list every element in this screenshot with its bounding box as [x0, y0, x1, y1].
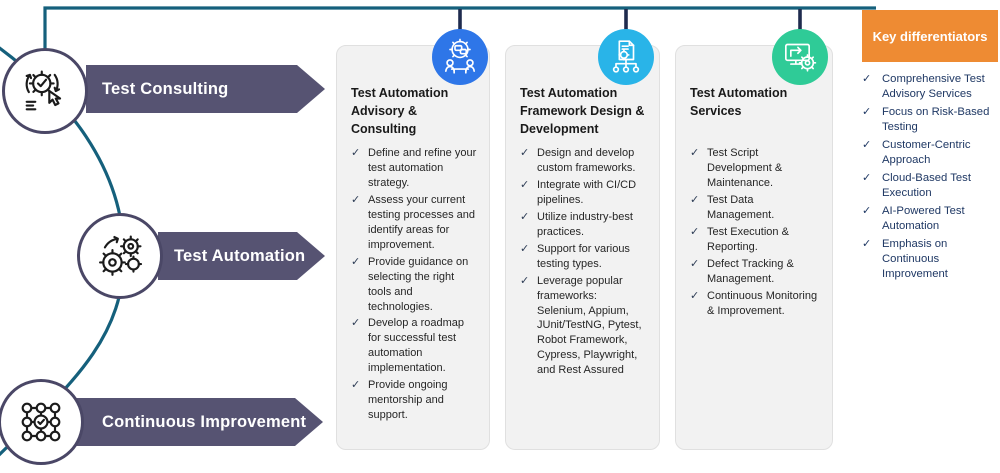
- flow-banner-test-consulting: Test Consulting: [86, 65, 325, 113]
- bullet-item: ✓ Develop a roadmap for successful test a…: [351, 316, 477, 376]
- check-icon: ✓: [690, 257, 700, 270]
- bullet-item: ✓ Test Execution & Reporting.: [690, 225, 820, 255]
- advisory-icon-bubble: [432, 29, 488, 85]
- bullet-text: Customer-Centric Approach: [882, 139, 971, 167]
- key-differentiators-title: Key differentiators: [872, 28, 988, 44]
- bullet-item: ✓ Provide ongoing mentorship and support.: [351, 378, 477, 423]
- bullet-text: Test Script Development & Maintenance.: [707, 147, 783, 189]
- bullet-text: Focus on Risk-Based Testing: [882, 106, 990, 134]
- bullet-text: Develop a roadmap for successful test au…: [368, 317, 465, 375]
- flow-banner-label: Test Automation: [174, 246, 306, 265]
- bullet-text: Utilize industry-best practices.: [537, 210, 633, 238]
- bullet-item: ✓ Defect Tracking & Management.: [690, 257, 820, 287]
- key-differentiators-header: Key differentiators: [862, 10, 998, 62]
- check-icon: ✓: [690, 289, 700, 302]
- bullet-text: Test Execution & Reporting.: [707, 225, 789, 253]
- card-framework-design: Test Automation Framework Design & Devel…: [505, 45, 660, 450]
- bullet-text: Design and develop custom frameworks.: [537, 147, 636, 174]
- bullet-item: ✓ Utilize industry-best practices.: [520, 210, 647, 240]
- automation-services-icon: [785, 43, 817, 72]
- check-icon: ✓: [520, 242, 530, 255]
- flow-banner-label: Continuous Improvement: [102, 412, 307, 431]
- check-icon: ✓: [690, 193, 700, 206]
- bullet-item: ✓ Customer-Centric Approach: [862, 138, 999, 168]
- bullet-item: ✓ Assess your current testing processes a…: [351, 193, 477, 253]
- bullet-text: Support for various testing types.: [537, 242, 630, 270]
- bullet-item: ✓ AI-Powered Test Automation: [862, 204, 999, 234]
- bullet-item: ✓ Define and refine your test automation …: [351, 146, 477, 191]
- key-differentiators-list: ✓ Comprehensive Test Advisory Services ✓ Fo…: [862, 72, 999, 285]
- flow-banner-label: Test Consulting: [102, 79, 229, 98]
- flow-circle-test-consulting: [2, 48, 88, 134]
- bullet-text: Define and refine your test automation s…: [368, 147, 477, 189]
- bullet-item: ✓ Cloud-Based Test Execution: [862, 171, 999, 201]
- bullet-item: ✓ Support for various testing types.: [520, 242, 647, 272]
- bullet-text: Leverage popular frameworks: Selenium, A…: [537, 274, 642, 377]
- services-icon-bubble: [772, 29, 828, 85]
- network-improvement-icon: [21, 402, 61, 442]
- check-icon: ✓: [520, 210, 530, 223]
- check-icon: ✓: [520, 178, 530, 191]
- advisory-meeting-icon: [445, 38, 475, 74]
- bullet-text: Comprehensive Test Advisory Services: [882, 73, 985, 101]
- flow-circle-test-automation: [77, 213, 163, 299]
- bullet-item: ✓ Focus on Risk-Based Testing: [862, 105, 999, 135]
- flow-circle-continuous-improvement: [0, 379, 84, 465]
- bullet-text: Test Data Management.: [707, 193, 775, 221]
- check-icon: ✓: [862, 106, 872, 119]
- check-icon: ✓: [351, 147, 361, 159]
- check-icon: ✓: [862, 238, 872, 251]
- bullet-text: Assess your current testing processes an…: [368, 193, 476, 251]
- bullet-item: ✓ Emphasis on Continuous Improvement: [862, 237, 999, 282]
- check-icon: ✓: [351, 255, 361, 268]
- check-icon: ✓: [351, 379, 361, 392]
- card-automation-services: Test Automation Services ✓ Test Script De…: [675, 45, 833, 450]
- check-icon: ✓: [690, 225, 700, 238]
- bullet-text: Continuous Monitoring & Improvement.: [707, 289, 818, 317]
- top-elbow-line: [43, 6, 876, 50]
- bullet-text: Defect Tracking & Management.: [707, 257, 794, 285]
- bullet-item: ✓ Test Data Management.: [690, 193, 820, 223]
- bullet-item: ✓ Test Script Development & Maintenance.: [690, 146, 820, 191]
- gears-automation-icon: [99, 235, 143, 276]
- gear-select-icon: [25, 70, 62, 111]
- bullet-item: ✓ Provide guidance on selecting the right…: [351, 255, 477, 315]
- flow-banner-test-automation: Test Automation: [158, 232, 325, 280]
- bullet-item: ✓ Comprehensive Test Advisory Services: [862, 72, 999, 102]
- bullet-item: ✓ Integrate with CI/CD pipelines.: [520, 178, 647, 208]
- bullet-text: Integrate with CI/CD pipelines.: [537, 178, 637, 206]
- bullet-text: Provide guidance on selecting the right …: [368, 255, 469, 313]
- check-icon: ✓: [351, 193, 361, 206]
- check-icon: ✓: [520, 274, 530, 287]
- framework-icon-bubble: [598, 29, 654, 85]
- bullet-item: ✓ Continuous Monitoring & Improvement.: [690, 289, 820, 319]
- card-title: Test Automation Advisory & Consulting: [351, 86, 449, 137]
- card-bullet-list: ✓Test Script Development & Maintenance.✓…: [690, 146, 820, 318]
- card-bullet-list: ✓ Design and develop custom frameworks. ✓ I…: [520, 146, 647, 378]
- check-icon: ✓: [862, 139, 872, 152]
- card-title: Test Automation Services: [690, 86, 788, 119]
- check-icon: ✓: [520, 147, 530, 159]
- check-icon: ✓: [862, 172, 872, 185]
- bullet-item: ✓ Leverage popular frameworks: Selenium, …: [520, 274, 647, 379]
- flow-banner-continuous-improvement: Continuous Improvement: [70, 398, 323, 446]
- card-advisory-consulting: Test Automation Advisory & Consulting ✓ D…: [336, 45, 490, 450]
- bullet-text: Emphasis on Continuous Improvement: [882, 238, 948, 281]
- card-title: Test Automation Framework Design & Devel…: [520, 86, 645, 137]
- check-icon: ✓: [862, 205, 872, 218]
- bullet-text: Provide ongoing mentorship and support.: [368, 379, 448, 422]
- bullet-text: AI-Powered Test Automation: [882, 205, 965, 233]
- card-bullet-list: ✓ Define and refine your test automation …: [351, 146, 477, 423]
- bullet-item: ✓ Design and develop custom frameworks.: [520, 146, 647, 176]
- framework-design-icon: [612, 40, 640, 73]
- bullet-text: Cloud-Based Test Execution: [882, 172, 971, 200]
- check-icon: ✓: [690, 147, 700, 159]
- check-icon: ✓: [351, 317, 361, 330]
- check-icon: ✓: [862, 73, 872, 85]
